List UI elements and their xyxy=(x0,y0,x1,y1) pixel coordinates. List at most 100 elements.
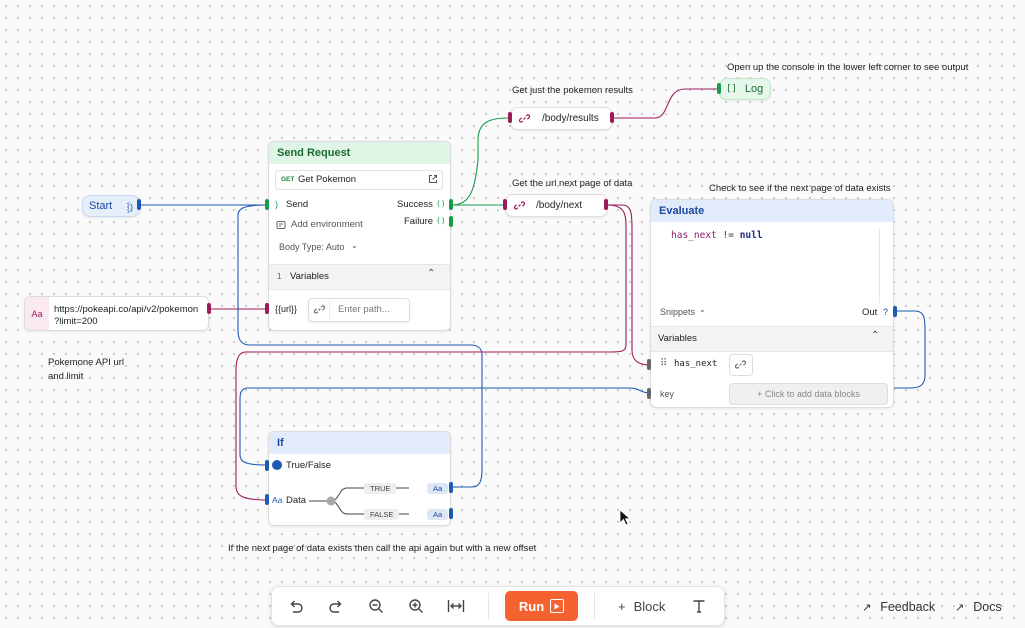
environment-icon xyxy=(276,219,286,233)
send-label: Send xyxy=(286,199,309,210)
wire-results-log xyxy=(613,88,718,119)
code-keyword: null xyxy=(739,230,763,241)
add-environment-button[interactable]: Add environment xyxy=(291,219,363,230)
link-icon xyxy=(517,112,531,126)
arrow-up-right-icon: ↗ xyxy=(862,601,872,614)
results-path-label: /body/results xyxy=(542,113,599,124)
signal-icon: ⸾) xyxy=(126,201,133,212)
url-var-in-port[interactable] xyxy=(265,303,269,314)
code-variable: has_next xyxy=(671,230,717,241)
docs-link[interactable]: ↗ Docs xyxy=(955,600,1002,614)
wire-key-if xyxy=(239,387,651,466)
wire-next-ifdata xyxy=(235,204,627,501)
link-icon xyxy=(734,359,747,373)
variables-count: 1 xyxy=(277,272,282,281)
brackets-icon: [] xyxy=(726,84,737,94)
send-request-node[interactable]: Send Request GET Get Pokemon ) Send Succ… xyxy=(268,141,451,331)
data-type-badge: Aa xyxy=(272,495,283,505)
api-hint-note-1: Pokemone API url xyxy=(48,357,125,368)
code-operator: != xyxy=(722,230,734,241)
out-type-badge: ? xyxy=(883,307,889,317)
start-out-port[interactable] xyxy=(137,199,141,210)
fit-view-icon[interactable] xyxy=(446,597,466,615)
method-badge: GET xyxy=(281,176,295,183)
url-line-1: https://pokeapi.co/api/v2/pokemon xyxy=(54,304,199,315)
variables-section-header[interactable]: 1 Variables ⌃ xyxy=(269,264,450,290)
results-in-port[interactable] xyxy=(508,112,512,123)
evaluate-node[interactable]: Evaluate has_next != null Snippets ⌄ Out… xyxy=(650,199,894,408)
log-in-port[interactable] xyxy=(717,83,721,94)
failure-label: Failure xyxy=(404,216,434,227)
if-data-in-port[interactable] xyxy=(265,494,269,505)
external-link-icon[interactable] xyxy=(428,173,438,187)
drag-handle-icon[interactable]: ⠿ xyxy=(660,358,668,369)
zoom-out-icon[interactable] xyxy=(366,597,386,615)
request-selector[interactable]: GET Get Pokemon xyxy=(275,170,443,190)
evaluate-hint-note: Check to see if the next page of data ex… xyxy=(709,183,891,194)
add-block-button[interactable]: + Block xyxy=(618,597,665,615)
failure-out-port[interactable] xyxy=(449,216,453,227)
undo-icon[interactable] xyxy=(286,597,306,615)
data-label: Data xyxy=(286,495,307,506)
next-path-label: /body/next xyxy=(536,200,583,211)
true-out-port[interactable] xyxy=(449,482,453,493)
wire-success-results xyxy=(451,117,509,206)
bottom-toolbar: Run + Block xyxy=(271,586,725,626)
has-next-in-port[interactable] xyxy=(647,359,651,370)
chevron-up-icon: ⌃ xyxy=(871,330,880,341)
text-tool-icon[interactable] xyxy=(689,597,709,615)
has-next-link-button[interactable] xyxy=(729,354,753,376)
wire-out-key xyxy=(890,310,926,389)
add-data-blocks-button[interactable]: + Click to add data blocks xyxy=(729,383,888,405)
log-node[interactable]: [] Log xyxy=(719,78,771,100)
results-hint-note: Get just the pokemon results xyxy=(512,85,633,96)
feedback-label: Feedback xyxy=(880,600,936,614)
next-out-port[interactable] xyxy=(604,199,608,210)
path-input[interactable]: Enter path... xyxy=(308,298,410,322)
feedback-link[interactable]: ↗ Feedback xyxy=(862,600,935,614)
true-false-label: True/False xyxy=(286,460,332,471)
zoom-in-icon[interactable] xyxy=(406,597,426,615)
toggle-icon xyxy=(272,460,282,470)
run-button[interactable]: Run xyxy=(505,591,578,621)
redo-icon[interactable] xyxy=(326,597,346,615)
signal-icon: ) xyxy=(275,199,278,209)
if-condition-in-port[interactable] xyxy=(265,460,269,471)
start-node[interactable]: Start ⸾) xyxy=(82,195,140,217)
arrow-up-right-icon: ↗ xyxy=(955,601,965,614)
log-label: Log xyxy=(744,83,764,95)
evaluate-variables-header[interactable]: Variables ⌃ xyxy=(651,326,893,352)
success-out-port[interactable] xyxy=(449,199,453,210)
add-block-label: Block xyxy=(633,598,666,614)
false-output-badge: Aa xyxy=(427,509,449,520)
next-in-port[interactable] xyxy=(503,199,507,210)
branch-connector xyxy=(309,487,409,515)
if-hint-note: If the next page of data exists then cal… xyxy=(228,543,537,554)
variables-label: Variables xyxy=(658,333,697,344)
evaluate-out-port[interactable] xyxy=(893,306,897,317)
body-type-select[interactable]: Body Type: Auto xyxy=(279,242,345,252)
plus-icon: + xyxy=(618,598,626,614)
send-in-port[interactable] xyxy=(265,199,269,210)
docs-label: Docs xyxy=(973,600,1002,614)
chevron-up-icon: ⌃ xyxy=(427,268,436,279)
mouse-cursor-icon xyxy=(619,509,631,526)
code-editor[interactable]: has_next != null xyxy=(671,230,763,241)
key-in-port[interactable] xyxy=(647,388,651,399)
results-out-port[interactable] xyxy=(610,112,614,123)
api-hint-note-2: and limit xyxy=(48,371,84,382)
log-hint-note: Open up the console in the lower left co… xyxy=(727,62,969,73)
url-text-node[interactable]: Aa https://pokeapi.co/api/v2/pokemon ?li… xyxy=(24,296,209,331)
snippets-dropdown[interactable]: Snippets xyxy=(660,307,696,317)
if-node[interactable]: If True/False Aa Data TRUE FALSE Aa Aa xyxy=(268,431,451,526)
editor-scrollbar[interactable] xyxy=(879,228,880,303)
key-variable: key xyxy=(660,389,675,399)
chevron-down-icon: ⌄ xyxy=(699,305,706,314)
next-hint-note: Get the url next page of data xyxy=(512,178,633,189)
false-out-port[interactable] xyxy=(449,508,453,519)
wire-next-hasnext xyxy=(607,204,651,366)
results-path-node[interactable]: /body/results xyxy=(510,107,613,130)
next-path-node[interactable]: /body/next xyxy=(505,194,608,217)
url-out-port[interactable] xyxy=(207,303,211,314)
